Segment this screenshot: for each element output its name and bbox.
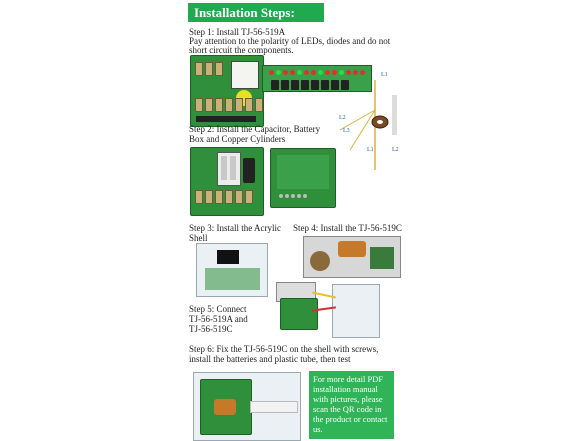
- acrylic-shell-image: [196, 243, 268, 297]
- toroid-hole: [377, 120, 383, 124]
- step1-note-line1: Pay attention to the polarity of LEDs, d…: [189, 36, 391, 46]
- step4-title: Step 4: Install the TJ-56-519C: [293, 223, 402, 233]
- coil-label-l3: L3: [343, 128, 350, 134]
- led-strip-image: [262, 65, 372, 92]
- info-line-3: with pictures, please: [313, 394, 383, 404]
- info-line-4: scan the QR code in: [313, 404, 382, 414]
- step5-title-line2: TJ-56-519A and: [189, 314, 248, 324]
- pcb-519c-image: [303, 236, 401, 278]
- info-line-1: For more detail PDF: [313, 374, 384, 384]
- coil-label-l2-alt: L2: [392, 147, 399, 153]
- info-line-2: installation manual: [313, 384, 378, 394]
- step2-title-line2: Box and Copper Cylinders: [189, 134, 286, 144]
- coil-label-l1-bottom: L1: [367, 147, 374, 153]
- step5-title-line3: TJ-56-519C: [189, 324, 233, 334]
- pcb-with-battery-box-image: [190, 147, 264, 216]
- coil-wire-l3: [349, 109, 376, 151]
- installation-steps-header: Installation Steps:: [188, 3, 324, 22]
- coil-wire-l2: [339, 109, 376, 131]
- step6-title-line2: install the batteries and plastic tube, …: [189, 354, 351, 364]
- step1-note-line2: short circuit the components.: [189, 45, 294, 55]
- connected-boards-image: [272, 268, 380, 340]
- info-line-5: the product or contact: [313, 414, 388, 424]
- info-line-6: us.: [313, 424, 323, 434]
- step1-title: Step 1: Install TJ-56-519A: [189, 27, 286, 37]
- coil-diagram: [339, 80, 397, 170]
- step5-title-line1: Step 5: Connect: [189, 304, 247, 314]
- step3-title-line2: Shell: [189, 233, 208, 243]
- pcb-back-image: [270, 148, 336, 208]
- coil-label-l1-top: L1: [381, 72, 388, 78]
- coil-label-l2: L2: [339, 115, 346, 121]
- step3-title-line1: Step 3: Install the Acrylic: [189, 223, 281, 233]
- final-assembly-image: [193, 372, 301, 441]
- step2-title-line1: Step 2: Install the Capacitor, Battery: [189, 124, 321, 134]
- pcb-519a-image: [190, 55, 264, 127]
- step6-title-line1: Step 6: Fix the TJ-56-519C on the shell …: [189, 344, 379, 354]
- coil-scale-bar: [392, 95, 397, 135]
- pdf-manual-info-box: For more detail PDF installation manual …: [309, 371, 394, 439]
